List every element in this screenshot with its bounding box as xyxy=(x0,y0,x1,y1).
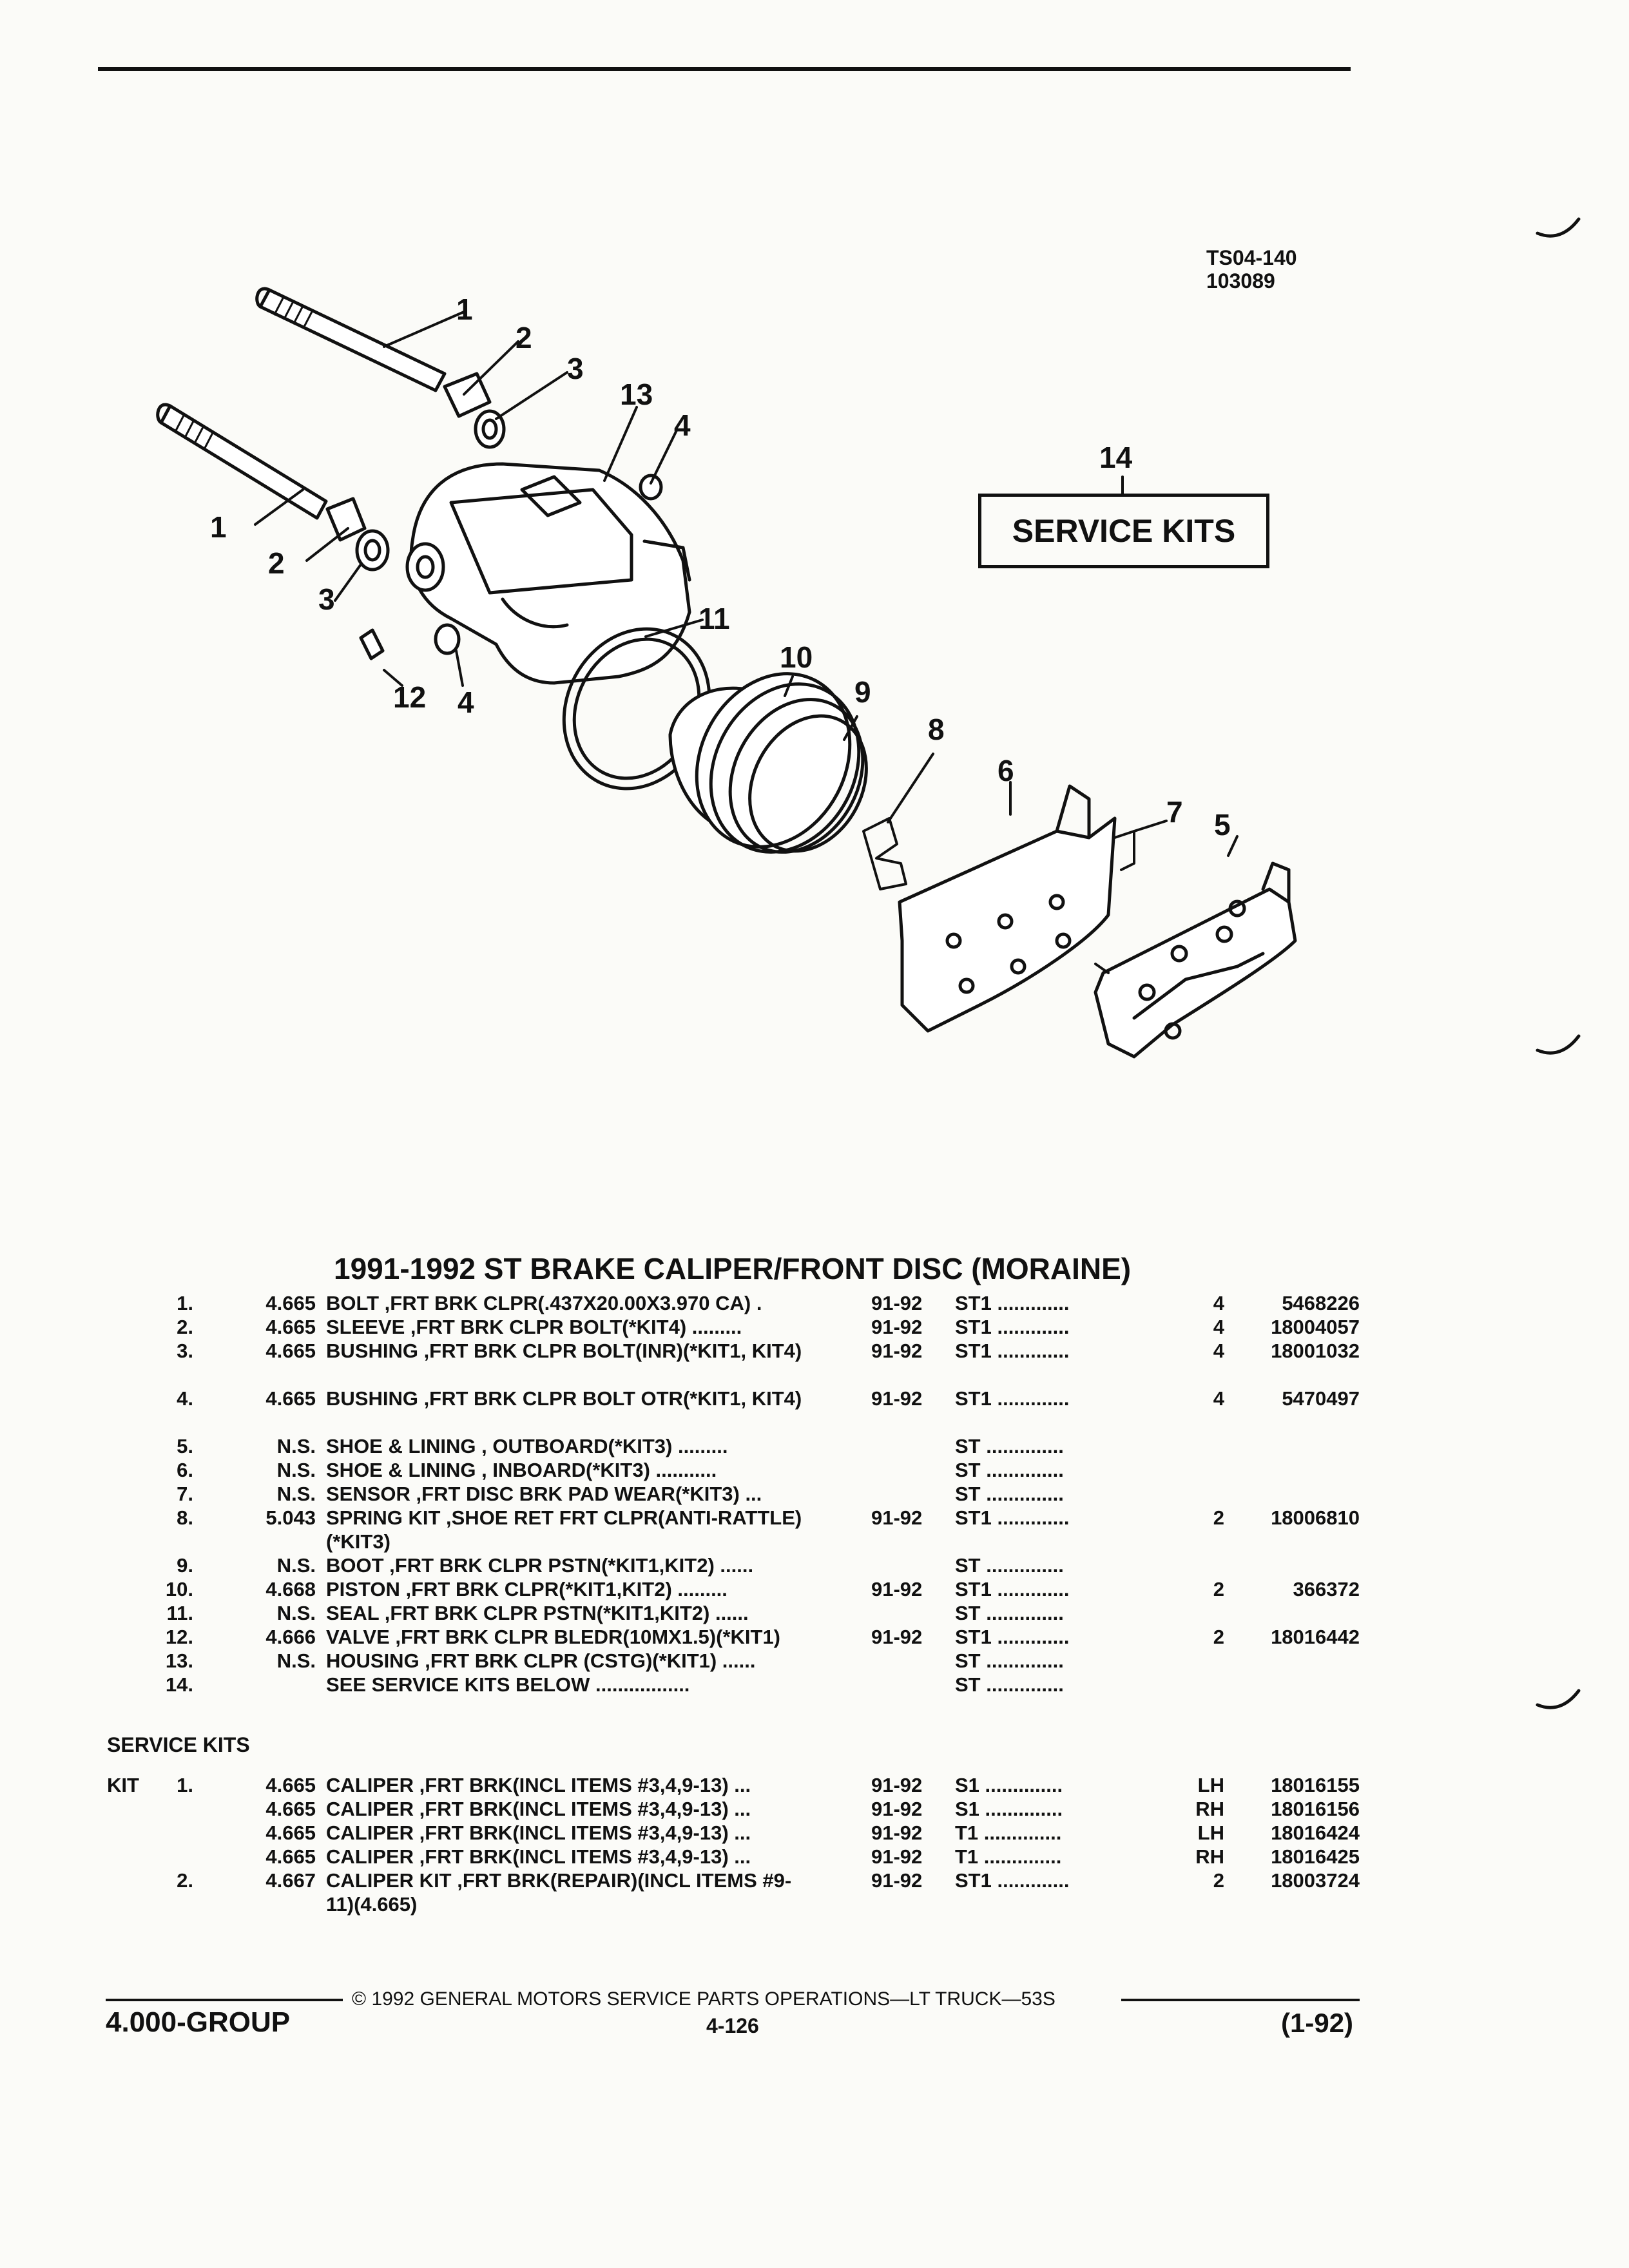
page-title: 1991-1992 ST BRAKE CALIPER/FRONT DISC (M… xyxy=(334,1252,1132,1285)
wear-sensor xyxy=(1113,830,1135,871)
table-row: KIT 1. 4.665 CALIPER ,FRT BRK(INCL ITEMS… xyxy=(107,1774,1360,1796)
bleeder-valve xyxy=(359,628,385,660)
table-row: 8. 5.043 SPRING KIT ,SHOE RET FRT CLPR(A… xyxy=(177,1506,1360,1553)
lower-bushing xyxy=(355,529,390,572)
upper-bushing xyxy=(474,409,506,449)
piston xyxy=(668,672,852,849)
callout-3-upper: 3 xyxy=(567,352,584,385)
table-row: 11. N.S. SEAL ,FRT BRK CLPR PSTN(*KIT1,K… xyxy=(166,1602,1064,1624)
callout-13: 13 xyxy=(620,378,653,411)
table-row: 14. SEE SERVICE KITS BELOW .............… xyxy=(165,1673,1064,1696)
callout-1-upper: 1 xyxy=(456,293,473,326)
footer-rule-left xyxy=(106,1999,343,2001)
callout-6: 6 xyxy=(998,754,1014,787)
table-row: 2. 4.667 CALIPER KIT ,FRT BRK(REPAIR)(IN… xyxy=(177,1869,1360,1916)
upper-sleeve xyxy=(443,372,492,418)
group-label: 4.000-GROUP xyxy=(106,2006,291,2038)
table-row: 4. 4.665 BUSHING ,FRT BRK CLPR BOLT OTR(… xyxy=(177,1387,1360,1410)
callout-4-upper: 4 xyxy=(674,408,691,442)
lower-sleeve xyxy=(325,497,367,542)
diagram-bottom-ref: TS04-140 xyxy=(1178,1208,1269,1211)
callout-3-lower: 3 xyxy=(318,582,335,616)
table-row: 13. N.S. HOUSING ,FRT BRK CLPR (CSTG)(*K… xyxy=(165,1649,1064,1672)
upper-bolt xyxy=(255,287,447,392)
piston-boot xyxy=(709,682,868,854)
callout-12: 12 xyxy=(393,680,426,714)
callout-2-lower: 2 xyxy=(268,546,285,580)
table-row: 4.665 CALIPER ,FRT BRK(INCL ITEMS #3,4,9… xyxy=(265,1845,1360,1868)
table-row: 6. N.S. SHOE & LINING , INBOARD(*KIT3) .… xyxy=(177,1459,1064,1481)
table-row: 12. 4.666 VALVE ,FRT BRK CLPR BLEDR(10MX… xyxy=(165,1626,1360,1648)
diagram-ref-code: TS04-140 xyxy=(1206,246,1297,269)
callout-7: 7 xyxy=(1166,795,1183,829)
brake-caliper-exploded-diagram: 1 2 3 13 4 1 2 3 12 4 11 10 9 8 6 7 5 14… xyxy=(156,287,1297,1211)
page-number: 4-126 xyxy=(706,2014,759,2037)
callout-2-upper: 2 xyxy=(516,321,532,354)
table-row: 2. 4.665 SLEEVE ,FRT BRK CLPR BOLT(*KIT4… xyxy=(177,1316,1360,1338)
callout-11: 11 xyxy=(699,602,730,635)
parts-table: 1. 4.665 BOLT ,FRT BRK CLPR(.437X20.00X3… xyxy=(0,1291,1629,1696)
caliper-housing xyxy=(405,462,691,685)
upper-bushing-right xyxy=(639,474,663,501)
lower-bushing-left xyxy=(434,623,461,655)
callout-1-lower: 1 xyxy=(210,510,227,544)
lower-bolt xyxy=(156,403,328,520)
diagram-ref-number: 103089 xyxy=(1206,269,1275,293)
callout-4-lower: 4 xyxy=(458,686,474,719)
callout-5: 5 xyxy=(1214,808,1231,841)
service-kits-table: KIT 1. 4.665 CALIPER ,FRT BRK(INCL ITEMS… xyxy=(0,1773,1629,1916)
callout-9: 9 xyxy=(854,675,871,709)
callout-8: 8 xyxy=(928,713,945,746)
anti-rattle-spring xyxy=(862,817,907,890)
table-row: 9. N.S. BOOT ,FRT BRK CLPR PSTN(*KIT1,KI… xyxy=(177,1554,1064,1577)
service-kits-box: SERVICE KITS xyxy=(978,494,1269,568)
table-row: 4.665 CALIPER ,FRT BRK(INCL ITEMS #3,4,9… xyxy=(265,1798,1360,1820)
footer-rule-right xyxy=(1121,1999,1360,2001)
table-row: 5. N.S. SHOE & LINING , OUTBOARD(*KIT3) … xyxy=(177,1435,1064,1457)
table-row: 1. 4.665 BOLT ,FRT BRK CLPR(.437X20.00X3… xyxy=(177,1292,1360,1314)
revision-date: (1-92) xyxy=(1281,2008,1354,2038)
service-kits-heading: SERVICE KITS xyxy=(107,1733,250,1756)
table-row: 3. 4.665 BUSHING ,FRT BRK CLPR BOLT(INR)… xyxy=(177,1340,1360,1362)
table-row: 7. N.S. SENSOR ,FRT DISC BRK PAD WEAR(*K… xyxy=(177,1483,1064,1505)
callout-10: 10 xyxy=(780,640,813,674)
copyright-line: © 1992 GENERAL MOTORS SERVICE PARTS OPER… xyxy=(352,1988,1055,2010)
outboard-shoe xyxy=(1094,861,1297,1059)
inboard-shoe xyxy=(898,784,1117,1033)
callout-14: 14 xyxy=(1099,441,1133,474)
top-rule xyxy=(98,67,1351,71)
table-row: 10. 4.668 PISTON ,FRT BRK CLPR(*KIT1,KIT… xyxy=(165,1578,1360,1600)
table-row: 4.665 CALIPER ,FRT BRK(INCL ITEMS #3,4,9… xyxy=(265,1821,1360,1844)
binding-marks xyxy=(1536,217,1581,1709)
